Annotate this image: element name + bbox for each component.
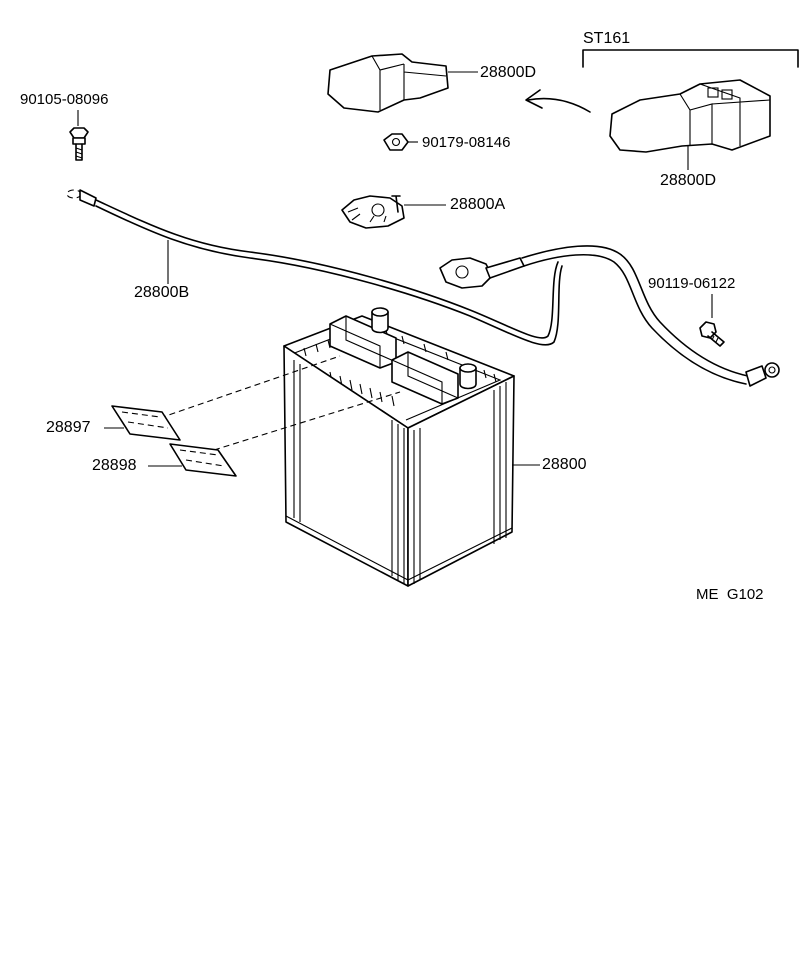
terminal-clamp [341, 195, 405, 229]
battery [283, 307, 515, 587]
label-plate-2: 28898 [92, 457, 137, 474]
arrow-curve [527, 97, 591, 113]
label-cover-st161: 28800D [660, 172, 717, 189]
terminal-cover-top [327, 53, 449, 113]
label-cable: 28800B [134, 284, 190, 301]
label-bolt-top: 90105-08096 [20, 91, 109, 108]
arrow-head [525, 89, 543, 109]
label-battery: 28800 [542, 456, 587, 473]
negative-cable [66, 189, 563, 346]
bolt-top [69, 127, 89, 161]
st161-group-bracket [582, 49, 799, 68]
projection-line-1 [159, 355, 341, 419]
nut [383, 133, 409, 151]
label-nut: 90179-08146 [422, 134, 511, 151]
positive-cable [439, 245, 780, 387]
label-plate-1: 28897 [46, 419, 91, 436]
label-bolt-right: 90119-06122 [648, 275, 736, 292]
label-st-group: ST161 [583, 30, 631, 47]
terminal-cover-st161 [609, 79, 771, 153]
drawing-code: ME G102 [696, 586, 764, 603]
plate-28897 [111, 405, 181, 441]
plate-28898 [169, 443, 237, 477]
bolt-right [699, 321, 725, 347]
projection-line-2 [213, 391, 401, 451]
label-cover-top: 28800D [480, 64, 537, 81]
label-clamp: 28800A [450, 196, 506, 213]
